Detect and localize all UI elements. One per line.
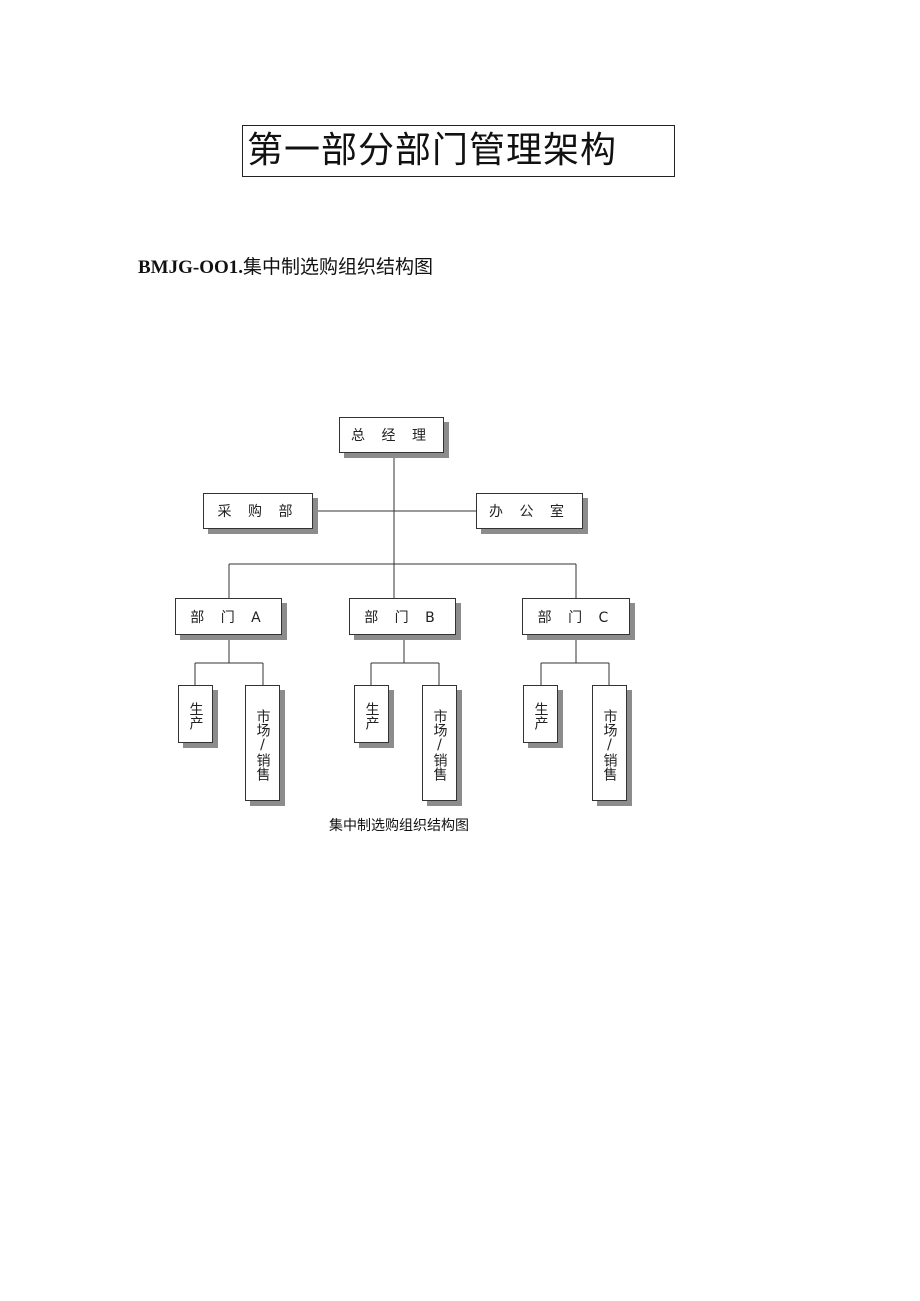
node-general-manager: 总 经 理: [339, 417, 444, 453]
figure-caption: 集中制选购组织结构图: [329, 818, 469, 834]
node-a-production: 生产: [178, 685, 213, 743]
node-purchasing-dept: 采 购 部: [203, 493, 313, 529]
node-dept-a: 部 门 A: [175, 598, 282, 635]
node-c-production: 生产: [523, 685, 558, 743]
node-dept-b: 部 门 B: [349, 598, 456, 635]
node-c-marketing-sales: 市场/销售: [592, 685, 627, 801]
page-title: 第一部分部门管理架构: [242, 125, 675, 177]
node-dept-c: 部 门 C: [522, 598, 630, 635]
node-b-production: 生产: [354, 685, 389, 743]
node-a-marketing-sales: 市场/销售: [245, 685, 280, 801]
section-heading: BMJG-OO1.集中制选购组织结构图: [138, 252, 433, 279]
node-b-marketing-sales: 市场/销售: [422, 685, 457, 801]
node-office: 办 公 室: [476, 493, 583, 529]
section-name: 集中制选购组织结构图: [243, 256, 434, 278]
section-code: BMJG-OO1.: [138, 257, 244, 278]
